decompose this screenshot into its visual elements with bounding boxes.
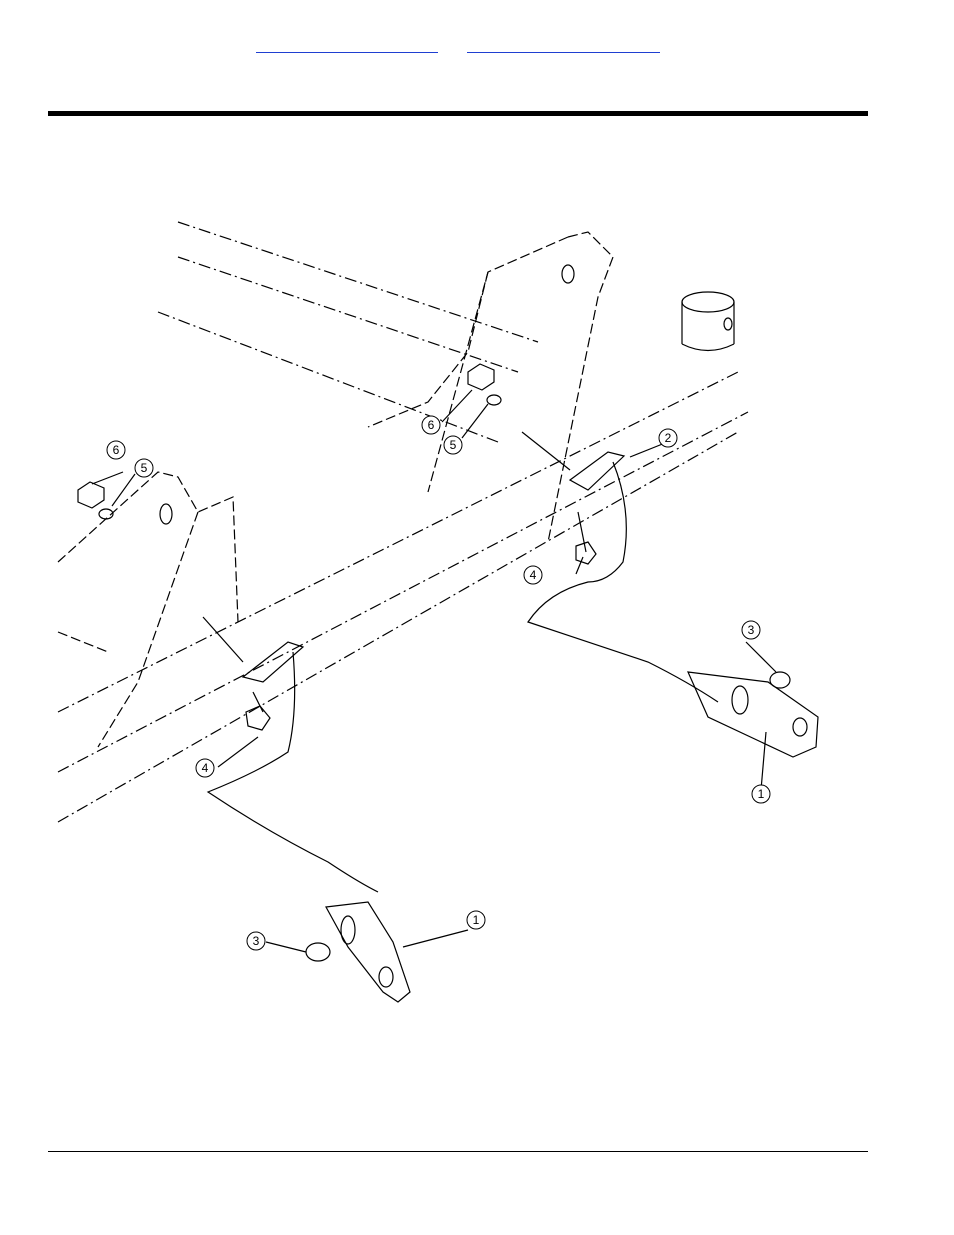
callout-6-right: 6 bbox=[422, 416, 440, 434]
callout-4-right: 4 bbox=[524, 566, 542, 584]
callout-3-left: 3 bbox=[247, 932, 265, 950]
callout-1-left: 1 bbox=[467, 911, 485, 929]
svg-text:1: 1 bbox=[758, 787, 765, 801]
svg-text:3: 3 bbox=[253, 934, 260, 948]
svg-text:5: 5 bbox=[141, 461, 148, 475]
callout-1-right: 1 bbox=[752, 785, 770, 803]
nav-link-right[interactable] bbox=[467, 38, 660, 53]
footer-rule bbox=[48, 1151, 868, 1152]
svg-text:4: 4 bbox=[530, 568, 537, 582]
header-rule bbox=[48, 111, 868, 116]
svg-text:6: 6 bbox=[113, 443, 120, 457]
callouts: 1 1 2 3 3 4 4 bbox=[107, 416, 770, 950]
svg-text:5: 5 bbox=[450, 438, 457, 452]
svg-text:1: 1 bbox=[473, 913, 480, 927]
callout-6-left: 6 bbox=[107, 441, 125, 459]
callout-4-left: 4 bbox=[196, 759, 214, 777]
svg-text:6: 6 bbox=[428, 418, 435, 432]
nav-link-left[interactable] bbox=[256, 38, 438, 53]
callout-5-left: 5 bbox=[135, 459, 153, 477]
svg-text:2: 2 bbox=[665, 431, 672, 445]
svg-text:3: 3 bbox=[748, 623, 755, 637]
callout-2: 2 bbox=[659, 429, 677, 447]
callout-3-right: 3 bbox=[742, 621, 760, 639]
frame-line bbox=[178, 222, 538, 342]
svg-text:4: 4 bbox=[202, 761, 209, 775]
parts-diagram: 1 1 2 3 3 4 4 bbox=[48, 212, 838, 1012]
callout-5-right: 5 bbox=[444, 436, 462, 454]
parts-diagram-svg: 1 1 2 3 3 4 4 bbox=[48, 212, 838, 1012]
